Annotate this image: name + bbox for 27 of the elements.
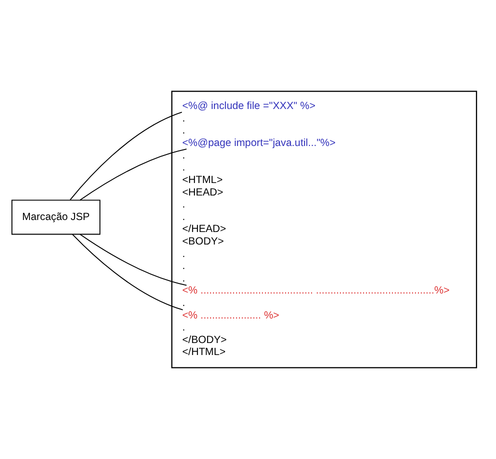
node-text: . xyxy=(182,248,186,260)
node-text: </BODY> xyxy=(182,334,227,346)
connector xyxy=(72,234,184,310)
node-text: . xyxy=(182,273,186,284)
node-text: . xyxy=(182,162,186,174)
node-text: . xyxy=(182,298,186,309)
node-text: . xyxy=(182,126,186,137)
node-text: <HEAD> xyxy=(182,187,224,198)
connector xyxy=(70,112,182,200)
connector xyxy=(80,148,188,200)
node-text: . xyxy=(182,150,186,162)
node-box: Marcação JSP xyxy=(11,200,100,235)
node-text: <HTML> xyxy=(182,174,223,186)
node-text: <BODY> xyxy=(182,236,224,248)
node-text: . xyxy=(182,322,186,334)
node-text: <% ..................... %> xyxy=(182,310,280,322)
node-text: . xyxy=(182,200,186,211)
node-text: <%@ include file ="XXX" %> xyxy=(182,101,316,112)
cluster xyxy=(171,90,478,368)
connector xyxy=(80,234,188,286)
node-text: <% ....................................... .........................................%> xyxy=(182,286,450,297)
node-text: <%@page import="java.util..."%> xyxy=(182,138,336,150)
node-text: . xyxy=(182,212,186,223)
node-text: . xyxy=(182,261,186,272)
node-text: </HTML> xyxy=(182,347,226,358)
node-text: . xyxy=(182,113,186,124)
node-text: </HEAD> xyxy=(182,224,226,236)
